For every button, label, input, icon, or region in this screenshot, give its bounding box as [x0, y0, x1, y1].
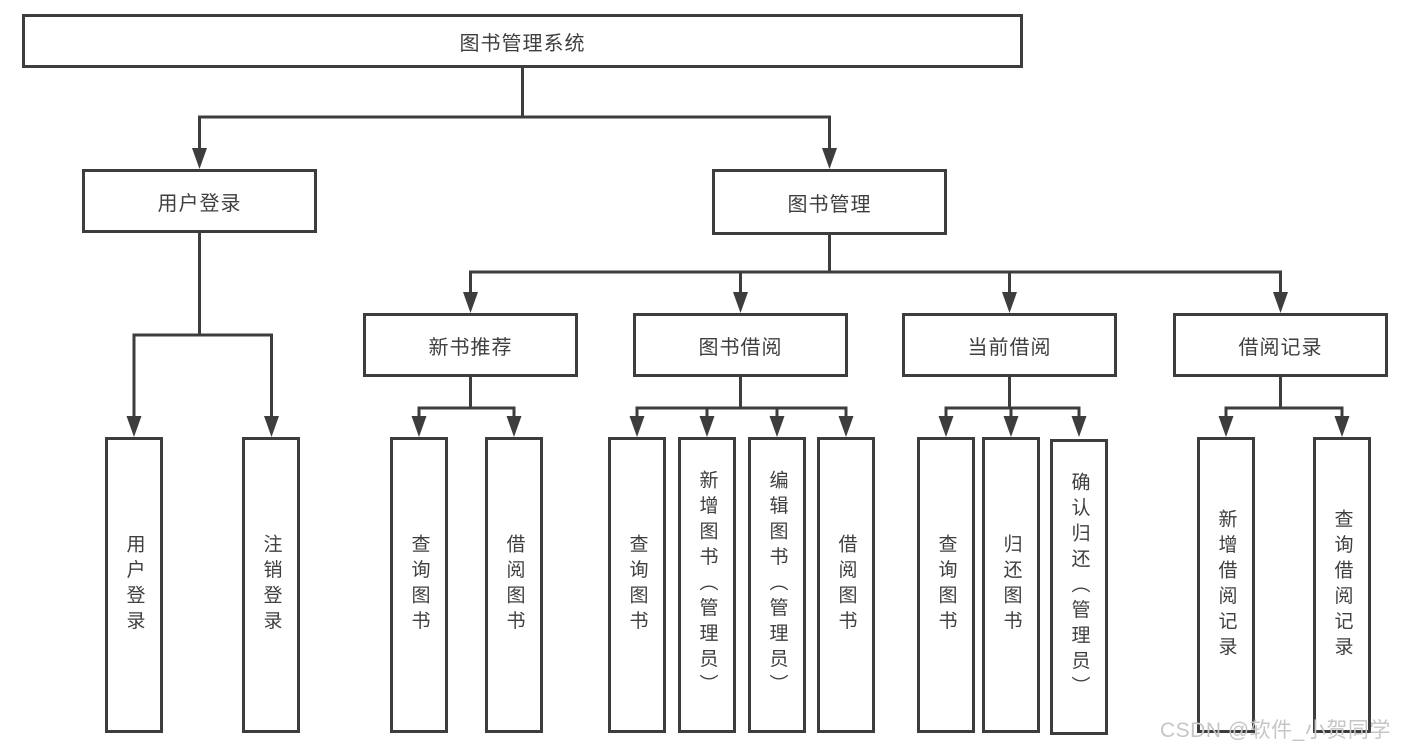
node-label: 图书管理系统: [459, 32, 586, 55]
node-book-borrow: 图书借阅: [633, 313, 848, 377]
arrow-down-icon: [1218, 416, 1234, 437]
connector-user-login-split: [126, 233, 279, 437]
leaf-label: 查询图书: [626, 534, 648, 636]
connector-book-borrow-split: [629, 377, 854, 437]
leaf-label: 查询图书: [408, 534, 430, 636]
arrow-down-icon: [411, 416, 427, 437]
leaf-label: 查询借阅记录: [1331, 508, 1353, 662]
leaf-label: 编辑图书（管理员）: [766, 470, 788, 700]
leaf-logout: 注销登录: [242, 437, 300, 733]
leaf-confirm-return-admin: 确认归还（管理员）: [1050, 439, 1108, 735]
node-borrow-records: 借阅记录: [1173, 313, 1388, 377]
node-user-login: 用户登录: [82, 169, 317, 233]
leaf-borrow-books-2: 借阅图书: [817, 437, 875, 733]
leaf-label: 确认归还（管理员）: [1068, 472, 1090, 702]
leaf-query-books-2: 查询图书: [608, 437, 666, 733]
node-current-borrow: 当前借阅: [902, 313, 1117, 377]
arrow-down-icon: [1071, 416, 1087, 437]
arrow-down-icon: [1002, 292, 1017, 313]
arrow-down-icon: [629, 416, 645, 437]
connector-root-split: [192, 68, 837, 169]
watermark: CSDN @软件_小贺同学: [1160, 719, 1391, 742]
node-label: 图书借阅: [698, 336, 783, 359]
leaf-label: 用户登录: [123, 534, 145, 636]
leaf-borrow-books: 借阅图书: [485, 437, 543, 733]
leaf-return-books: 归还图书: [982, 437, 1040, 733]
arrow-down-icon: [126, 416, 142, 437]
leaf-label: 借阅图书: [835, 534, 857, 636]
leaf-label: 借阅图书: [503, 534, 525, 636]
arrow-down-icon: [838, 416, 854, 437]
arrow-down-icon: [506, 416, 522, 437]
arrow-down-icon: [1003, 416, 1019, 437]
arrow-down-icon: [192, 148, 207, 169]
node-new-book-recommend: 新书推荐: [363, 313, 578, 377]
leaf-add-borrow-record: 新增借阅记录: [1197, 437, 1255, 733]
arrow-down-icon: [769, 416, 785, 437]
leaf-query-books: 查询图书: [390, 437, 448, 733]
node-label: 当前借阅: [967, 336, 1052, 359]
node-label: 借阅记录: [1238, 336, 1323, 359]
connector-new-book-split: [411, 377, 522, 437]
leaf-label: 归还图书: [1000, 534, 1022, 636]
arrow-down-icon: [1334, 416, 1350, 437]
connector-book-management-split: [463, 235, 1288, 313]
arrow-down-icon: [1273, 292, 1288, 313]
node-label: 新书推荐: [428, 336, 513, 359]
node-root-system: 图书管理系统: [22, 14, 1023, 68]
leaf-query-books-3: 查询图书: [917, 437, 975, 733]
connector-borrow-records-split: [1218, 377, 1350, 437]
leaf-add-books-admin: 新增图书（管理员）: [678, 437, 736, 733]
leaf-user-login: 用户登录: [105, 437, 163, 733]
node-book-management: 图书管理: [712, 169, 947, 235]
arrow-down-icon: [699, 416, 715, 437]
leaf-label: 新增借阅记录: [1215, 508, 1237, 662]
arrow-down-icon: [822, 148, 837, 169]
node-label: 用户登录: [157, 192, 242, 215]
arrow-down-icon: [463, 292, 478, 313]
node-label: 图书管理: [787, 193, 872, 216]
arrow-down-icon: [264, 416, 279, 437]
connector-current-borrow-split: [938, 377, 1087, 437]
arrow-down-icon: [938, 416, 954, 437]
leaf-label: 新增图书（管理员）: [696, 470, 718, 700]
leaf-label: 查询图书: [935, 534, 957, 636]
arrow-down-icon: [733, 292, 748, 313]
leaf-label: 注销登录: [260, 534, 282, 636]
leaf-query-borrow-record: 查询借阅记录: [1313, 437, 1371, 733]
leaf-edit-books-admin: 编辑图书（管理员）: [748, 437, 806, 733]
